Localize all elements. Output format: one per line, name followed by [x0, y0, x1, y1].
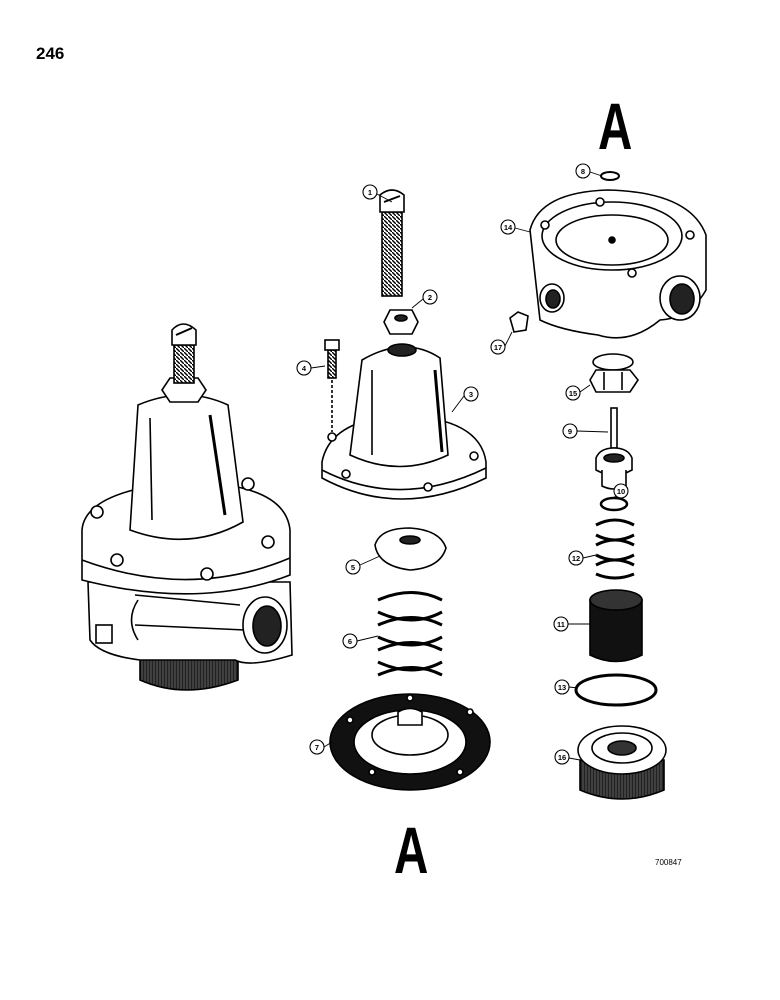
svg-text:2: 2 — [428, 293, 432, 302]
callout-2: 2 — [422, 289, 438, 305]
body — [529, 189, 707, 339]
callout-17: 17 — [490, 339, 506, 355]
callout-14: 14 — [500, 219, 516, 235]
svg-text:5: 5 — [351, 563, 355, 572]
callout-6: 6 — [342, 633, 358, 649]
pipe-plug — [509, 311, 529, 333]
o-ring-large — [574, 673, 658, 707]
callout-16: 16 — [554, 749, 570, 765]
spring-button — [374, 527, 447, 571]
svg-text:13: 13 — [558, 683, 566, 692]
callout-12: 12 — [568, 550, 584, 566]
callout-13: 13 — [554, 679, 570, 695]
o-ring-medium — [599, 496, 629, 512]
callout-11: 11 — [553, 616, 569, 632]
svg-text:17: 17 — [494, 343, 502, 352]
svg-text:1: 1 — [368, 188, 372, 197]
adjusting-screw — [379, 189, 405, 297]
spring — [377, 591, 443, 677]
o-ring-small — [600, 171, 620, 181]
callout-8: 8 — [575, 163, 591, 179]
svg-text:10: 10 — [617, 487, 625, 496]
svg-text:6: 6 — [348, 637, 352, 646]
bonnet-screw — [324, 339, 340, 432]
filter-element — [589, 589, 643, 663]
section-label-bottom: A — [394, 813, 429, 887]
callout-15: 15 — [565, 385, 581, 401]
callout-4: 4 — [296, 360, 312, 376]
callout-5: 5 — [345, 559, 361, 575]
svg-text:3: 3 — [469, 390, 473, 399]
svg-text:8: 8 — [581, 167, 585, 176]
svg-text:16: 16 — [558, 753, 566, 762]
callout-3: 3 — [463, 386, 479, 402]
diaphragm — [329, 693, 491, 791]
bowl-cap — [577, 725, 667, 800]
svg-text:4: 4 — [302, 364, 307, 373]
valve-spring — [595, 518, 635, 580]
figure-ref: 700847 — [655, 858, 682, 867]
svg-text:9: 9 — [568, 427, 572, 436]
section-label-top: A — [598, 89, 633, 163]
callout-10: 10 — [613, 483, 629, 499]
valve-seat — [589, 353, 639, 393]
svg-text:12: 12 — [572, 554, 580, 563]
svg-text:14: 14 — [504, 223, 513, 232]
page-number: 246 — [36, 44, 65, 63]
callout-7: 7 — [309, 739, 325, 755]
svg-text:15: 15 — [569, 389, 577, 398]
callout-1: 1 — [362, 184, 378, 200]
bonnet — [321, 343, 487, 500]
assembled-regulator — [81, 323, 293, 691]
svg-text:11: 11 — [557, 620, 565, 629]
lock-nut — [383, 309, 419, 335]
svg-text:7: 7 — [315, 743, 319, 752]
valve-stem — [595, 407, 633, 490]
callout-9: 9 — [562, 423, 578, 439]
